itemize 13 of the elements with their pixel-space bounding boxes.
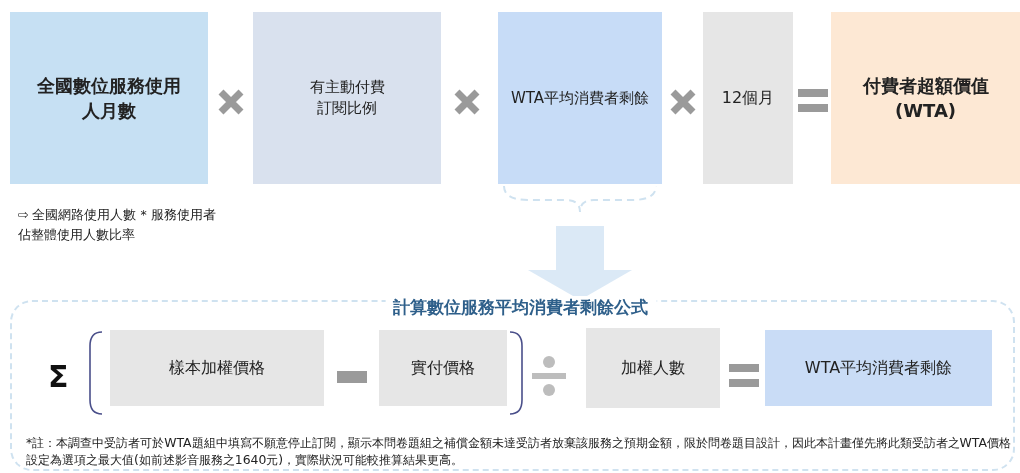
formula-box: 樣本加權價格 — [110, 330, 324, 406]
formula-box: 12個月 — [703, 12, 793, 184]
panel-title: 計算數位服務平均消費者剩餘公式 — [385, 296, 657, 319]
formula-box: 全國數位服務使用人月數 — [10, 12, 208, 184]
note-text: ⇨ 全國網路使用人數 * 服務使用者佔整體使用人數比率 — [18, 206, 217, 244]
formula-box: WTA平均消費者剩餘 — [765, 330, 992, 406]
formula-box: 實付價格 — [379, 330, 507, 406]
sigma-symbol: Σ — [48, 362, 69, 392]
formula-box: 付費者超額價值 (WTA) — [831, 12, 1020, 184]
footnote: *註：本調查中受訪者可於WTA題組中填寫不願意停止訂閱，顯示本問卷題組之補償金額未達受訪者放棄該服務之預期金額，限於問卷題目設計，因此本計畫僅先將此類受訪者之WTA價格設定為選項之最大值(如前述影音服務之1640元)，實際狀況可能較推算結果更高。 — [26, 434, 1011, 468]
formula-box: WTA平均消費者剩餘 — [498, 12, 662, 184]
formula-box: 有主動付費訂閱比例 — [253, 12, 441, 184]
formula-box: 加權人數 — [586, 328, 720, 408]
